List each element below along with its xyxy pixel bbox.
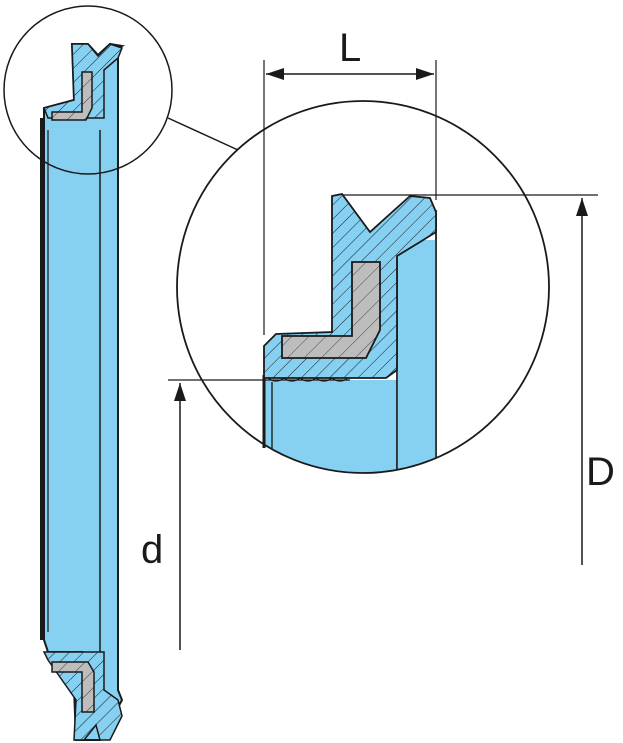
detail-marker-circle: [3, 5, 173, 175]
magnified-circle: [176, 100, 550, 474]
dimension-label-width: L: [339, 26, 362, 70]
dimension-d: [168, 379, 350, 650]
magnified-detail: [262, 193, 437, 473]
elastomer-profile: [263, 193, 437, 379]
top-metal-insert: [51, 71, 93, 121]
full-seal-section: [40, 42, 126, 741]
dimension-label-inner-diameter: d: [141, 528, 164, 572]
dimension-D: [342, 194, 598, 565]
seal-body: [43, 42, 126, 741]
dimension-L: [263, 60, 437, 335]
detail-metal-insert: [281, 261, 381, 359]
dimension-label-outer-diameter: D: [586, 450, 615, 494]
detail-leader-line: [167, 117, 239, 151]
bottom-metal-insert: [51, 661, 95, 713]
